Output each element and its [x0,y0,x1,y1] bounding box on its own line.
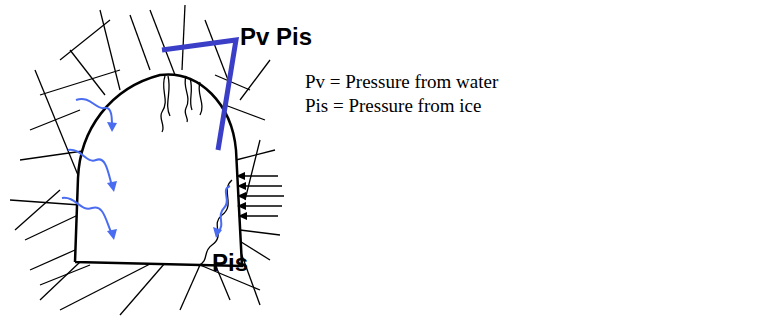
definition-text: Pv = Pressure from water [305,72,498,93]
water-arrowheads [107,122,222,240]
joint-line [150,10,175,75]
joint-line [130,15,150,70]
joint-line [70,50,105,95]
crown-cracks [161,76,232,266]
ice-arrowheads [236,172,247,220]
definition-text: Pis = Pressure from ice [305,96,481,117]
ice-pressure-arrows [240,176,284,216]
joint-line [60,20,110,60]
joint-line [240,60,270,100]
joint-line [225,105,265,120]
pressure-label: Pv Pis [240,24,312,50]
joint-line [180,265,200,310]
joint-line [100,10,120,90]
joint-line [120,263,165,315]
joint-line [35,70,80,180]
rock-joints [10,5,280,315]
joint-line [40,70,120,95]
ice-pressure-label: Pis [212,250,248,276]
pressure-diagram-line [162,40,236,150]
tunnel-outline [75,75,242,266]
joint-line [205,20,230,85]
water-seepage-arrows [62,99,230,234]
joint-line [25,215,78,240]
joint-line [40,262,80,300]
joint-line [15,190,60,230]
joint-line [245,140,260,200]
joint-line [215,75,250,90]
joint-line [240,230,280,235]
joint-line [40,265,90,285]
tunnel-fill [75,75,242,266]
joint-line [182,5,185,70]
joint-line [30,250,75,270]
